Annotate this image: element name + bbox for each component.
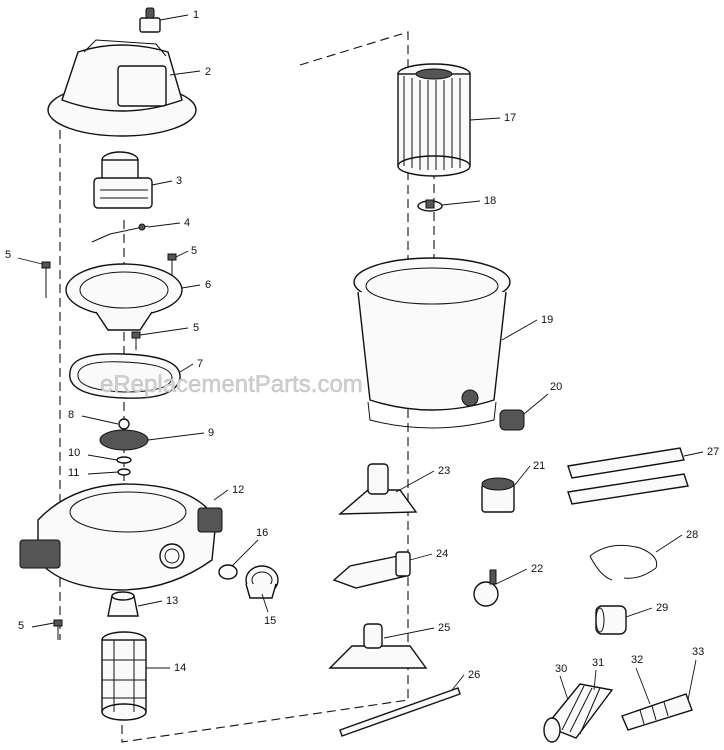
leader-line-p26 (451, 674, 465, 691)
part-label-p10[interactable]: 10 (68, 447, 80, 459)
hose-strip-part[interactable] (339, 687, 461, 737)
part-label-p11[interactable]: 11 (68, 467, 79, 479)
filter-nut-part[interactable] (417, 199, 443, 212)
part-label-p5a[interactable]: 5 (5, 249, 11, 261)
part-label-p2[interactable]: 2 (205, 66, 211, 78)
leader-line-p7 (179, 363, 194, 373)
leader-line-p20 (523, 393, 549, 415)
leader-line-p6 (181, 284, 201, 289)
leader-line-p30 (559, 675, 569, 701)
watermark: eReplacementParts.com (100, 371, 363, 398)
part-label-p28[interactable]: 28 (686, 529, 698, 541)
hose-assembly-part[interactable] (543, 683, 693, 743)
part-label-p14[interactable]: 14 (174, 662, 186, 674)
filter-cage-part[interactable] (101, 631, 147, 721)
o-ring-part[interactable] (218, 564, 238, 580)
leader-line-p5d (31, 622, 55, 628)
part-label-p5d[interactable]: 5 (18, 620, 24, 632)
wand-clip-part[interactable] (589, 544, 658, 581)
leader-line-p5c (139, 327, 189, 336)
inlet-part[interactable] (245, 565, 279, 599)
part-label-p20[interactable]: 20 (550, 381, 562, 393)
part-label-p29[interactable]: 29 (656, 602, 668, 614)
part-label-p24[interactable]: 24 (436, 548, 448, 560)
part-label-p4[interactable]: 4 (184, 217, 190, 229)
leader-line-p32 (635, 667, 651, 705)
part-label-p17[interactable]: 17 (504, 112, 516, 124)
part-label-p1[interactable]: 1 (193, 9, 199, 21)
leader-line-p9 (147, 432, 205, 441)
leader-line-p5b (175, 250, 189, 258)
motor-part[interactable] (93, 151, 153, 209)
leader-line-p22 (495, 568, 528, 585)
leader-line-p16 (231, 539, 259, 567)
leader-line-p31 (593, 669, 597, 691)
leader-line-p15 (261, 593, 269, 613)
part-label-p27[interactable]: 27 (707, 446, 719, 458)
caster-part[interactable] (473, 569, 499, 607)
leader-line-p4 (147, 222, 181, 228)
part-label-p8[interactable]: 8 (68, 409, 74, 421)
leader-line-p28 (655, 534, 683, 553)
cartridge-filter-part[interactable] (397, 63, 471, 177)
part-label-p9[interactable]: 9 (208, 427, 214, 439)
part-label-p33[interactable]: 33 (692, 646, 704, 658)
extension-wands-part[interactable] (567, 447, 689, 505)
part-label-p25[interactable]: 25 (438, 622, 450, 634)
adapter-part[interactable] (481, 477, 515, 513)
leader-line-p24 (409, 553, 433, 561)
part-label-p7[interactable]: 7 (197, 358, 203, 370)
float-part[interactable] (107, 591, 139, 617)
floor-nozzle-part[interactable] (338, 463, 418, 515)
leader-line-p2 (169, 70, 201, 76)
wire-lead-part[interactable] (91, 223, 149, 243)
switch-part[interactable] (139, 7, 161, 33)
motor-cover-part[interactable] (47, 39, 197, 137)
leader-line-p19 (501, 319, 538, 341)
part-label-p31[interactable]: 31 (592, 657, 604, 669)
leader-line-p1 (159, 14, 189, 21)
part-label-p19[interactable]: 19 (541, 314, 553, 326)
leader-line-p33 (687, 659, 697, 701)
leader-line-p21 (513, 465, 531, 487)
leader-line-p10 (87, 454, 118, 461)
leader-line-p23 (395, 470, 435, 493)
part-label-p26[interactable]: 26 (468, 669, 480, 681)
part-label-p5b[interactable]: 5 (191, 245, 197, 257)
leader-line-p29 (625, 607, 653, 618)
leader-line-p8 (81, 415, 119, 425)
utility-nozzle-part[interactable] (328, 623, 428, 669)
part-label-p3[interactable]: 3 (176, 175, 182, 187)
part-label-p23[interactable]: 23 (438, 465, 450, 477)
part-label-p21[interactable]: 21 (533, 460, 545, 472)
part-label-p18[interactable]: 18 (484, 195, 496, 207)
lid-part[interactable] (19, 483, 223, 591)
coupling-part[interactable] (595, 605, 627, 635)
part-label-p32[interactable]: 32 (631, 654, 643, 666)
drain-cap-part[interactable] (499, 409, 525, 431)
tank-part[interactable] (353, 257, 511, 429)
leader-line-p25 (383, 627, 435, 639)
part-label-p6[interactable]: 6 (205, 279, 211, 291)
leader-line-p13 (137, 600, 163, 607)
part-label-p22[interactable]: 22 (531, 563, 543, 575)
part-label-p15[interactable]: 15 (264, 615, 276, 627)
leader-line-p27 (683, 451, 704, 457)
part-label-p13[interactable]: 13 (166, 595, 178, 607)
leader-line-p3 (151, 180, 173, 186)
part-label-p12[interactable]: 12 (232, 484, 244, 496)
leader-line-p18 (441, 200, 481, 206)
part-label-p30[interactable]: 30 (555, 663, 567, 675)
leader-line-p12 (213, 489, 229, 501)
part-label-p5c[interactable]: 5 (193, 322, 199, 334)
leader-line-p17 (469, 117, 501, 121)
leader-line-p5a (17, 257, 43, 265)
crevice-tool-part[interactable] (332, 551, 411, 589)
leader-line-p11 (87, 471, 119, 475)
gasket-part[interactable] (69, 353, 181, 399)
part-label-p16[interactable]: 16 (256, 527, 268, 539)
motor-plate-part[interactable] (65, 263, 183, 331)
